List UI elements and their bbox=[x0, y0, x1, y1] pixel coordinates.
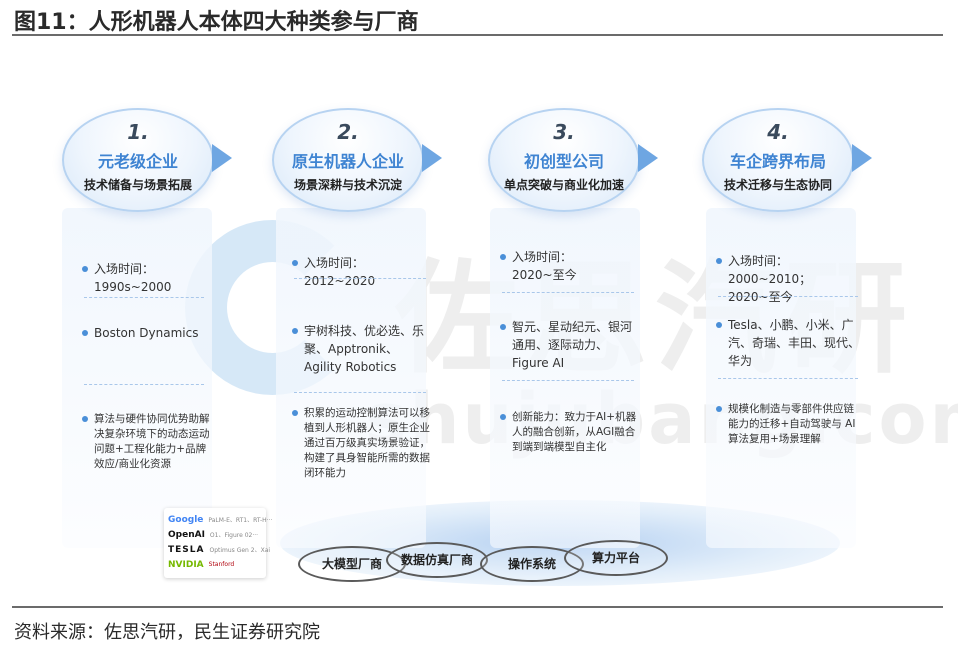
card-2 bbox=[276, 208, 426, 548]
header-2: 2. 原生机器人企业 场景深耕与技术沉淀 bbox=[272, 108, 442, 212]
companies: Tesla、小鹏、小米、广汽、奇瑞、丰田、现代、华为 bbox=[716, 316, 864, 370]
divider bbox=[84, 297, 204, 298]
header-1: 1. 元老级企业 技术储备与场景拓展 bbox=[62, 108, 232, 212]
logo-row: OpenAI O1、Figure 02··· bbox=[168, 529, 259, 540]
category-number: 3. bbox=[553, 120, 575, 144]
bullet-icon bbox=[292, 260, 298, 266]
card-3 bbox=[490, 208, 640, 548]
companies: 智元、星动纪元、银河通用、逐际动力、Figure AI bbox=[500, 318, 640, 372]
divider bbox=[718, 378, 858, 379]
header-4: 4. 车企跨界布局 技术迁移与生态协同 bbox=[702, 108, 872, 212]
bullet-icon bbox=[500, 254, 506, 260]
description: 创新能力：致力于AI+机器人的融合创新，从AGI融合到端到端模型自主化 bbox=[500, 410, 638, 455]
bullet-icon bbox=[716, 406, 722, 412]
pill-data-sim: 数据仿真厂商 bbox=[386, 542, 488, 578]
partner-logos: Google PaLM-E、RT1、RT-H··· OpenAI O1、Figu… bbox=[164, 508, 273, 578]
bullet-icon bbox=[292, 328, 298, 334]
figure-title: 图11：人形机器人本体四大种类参与厂商 bbox=[14, 10, 419, 35]
category-number: 4. bbox=[767, 120, 789, 144]
category-number: 1. bbox=[127, 120, 149, 144]
watermark-en: shujubang.com bbox=[365, 378, 958, 460]
description: 算法与硬件协同优势助解决复杂环境下的动态运动问题+工程化能力+品牌效应/商业化资… bbox=[82, 412, 214, 472]
divider bbox=[502, 380, 634, 381]
divider bbox=[294, 278, 426, 279]
bullet-icon bbox=[82, 266, 88, 272]
entry-time: 入场时间：2000~2010； 2020~至今 bbox=[716, 252, 864, 306]
companies: 宇树科技、优必选、乐聚、Apptronik、Agility Robotics bbox=[292, 322, 430, 376]
arrow-right-icon bbox=[638, 144, 658, 172]
category-name: 原生机器人企业 bbox=[291, 152, 404, 171]
openai-logo: OpenAI bbox=[168, 529, 205, 540]
category-name: 初创型公司 bbox=[523, 152, 604, 171]
entry-time: 入场时间：2012~2020 bbox=[292, 254, 432, 290]
logo-row: TESLA Optimus Gen 2、Xai bbox=[168, 544, 271, 555]
category-name: 元老级企业 bbox=[97, 152, 178, 171]
companies: Boston Dynamics bbox=[82, 324, 212, 342]
tesla-logo: TESLA bbox=[168, 544, 205, 555]
bullet-icon bbox=[292, 410, 298, 416]
arrow-right-icon bbox=[852, 144, 872, 172]
header-3: 3. 初创型公司 单点突破与商业化加速 bbox=[488, 108, 658, 212]
diagram: 佐思汽研 shujubang.com 1. 元老级企业 技术储备与场景拓展 入场… bbox=[40, 60, 958, 600]
description: 积累的运动控制算法可以移植到人形机器人；原生企业通过百万级真实场景验证，构建了具… bbox=[292, 406, 432, 481]
logo-row: NVIDIA Stanford bbox=[168, 559, 235, 570]
category-subtitle: 技术储备与场景拓展 bbox=[83, 178, 192, 192]
category-name: 车企跨界布局 bbox=[729, 152, 826, 171]
bullet-icon bbox=[500, 324, 506, 330]
category-number: 2. bbox=[337, 120, 359, 144]
google-logo: Google bbox=[168, 514, 204, 525]
divider bbox=[84, 384, 204, 385]
pill-compute: 算力平台 bbox=[564, 540, 668, 576]
category-subtitle: 场景深耕与技术沉淀 bbox=[293, 178, 402, 192]
divider bbox=[502, 292, 634, 293]
divider bbox=[718, 296, 858, 297]
bullet-icon bbox=[716, 322, 722, 328]
top-rule bbox=[12, 34, 943, 36]
entry-time: 入场时间： 2020~至今 bbox=[500, 248, 640, 284]
arrow-right-icon bbox=[422, 144, 442, 172]
arrow-right-icon bbox=[212, 144, 232, 172]
bullet-icon bbox=[500, 414, 506, 420]
bullet-icon bbox=[82, 416, 88, 422]
description: 规模化制造与零部件供应链能力的迁移+自动驾驶与 AI 算法复用+场景理解 bbox=[716, 402, 862, 447]
source-note: 资料来源：佐思汽研，民生证券研究院 bbox=[14, 622, 320, 643]
divider bbox=[294, 392, 426, 393]
logo-row: Google PaLM-E、RT1、RT-H··· bbox=[168, 514, 273, 525]
card-1 bbox=[62, 208, 212, 548]
category-subtitle: 技术迁移与生态协同 bbox=[723, 178, 832, 192]
nvidia-logo: NVIDIA bbox=[168, 559, 204, 570]
category-subtitle: 单点突破与商业化加速 bbox=[503, 178, 624, 192]
bullet-icon bbox=[716, 258, 722, 264]
entry-time: 入场时间： 1990s~2000 bbox=[82, 260, 212, 296]
bullet-icon bbox=[82, 330, 88, 336]
bottom-rule bbox=[12, 606, 943, 608]
